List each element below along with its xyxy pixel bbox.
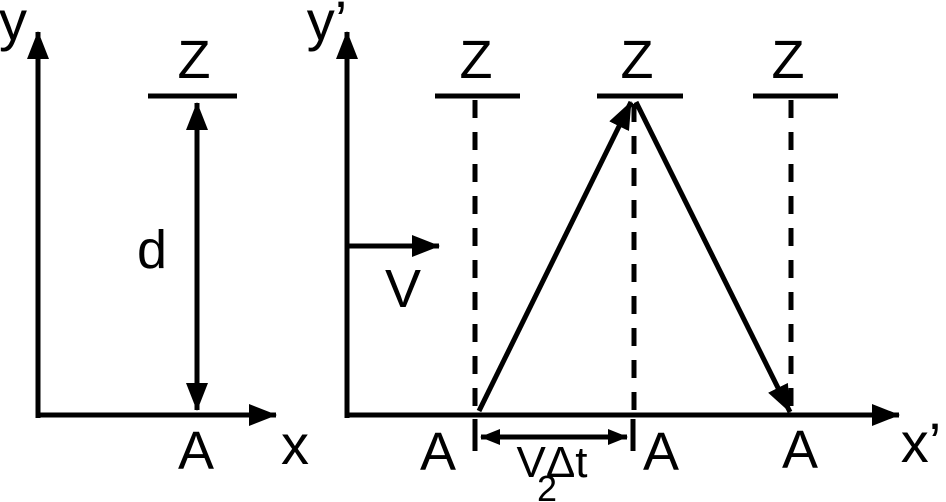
velocity-label: V	[385, 259, 421, 319]
distance-label: d	[137, 220, 167, 280]
origin-label-2: A	[643, 422, 679, 482]
mirror-label-3: Z	[772, 30, 805, 90]
mirror-label-1: Z	[460, 30, 493, 90]
mirror-label-2: Z	[621, 30, 654, 90]
origin-label-3: A	[782, 420, 818, 480]
light-path-up-leg	[476, 100, 634, 413]
base-distance-numerator: VΔt	[517, 438, 588, 487]
moving-frame-diagram: y’ x’ V Z Z Z VΔt 2	[307, 0, 941, 502]
x-axis-label: x	[281, 413, 309, 476]
y-prime-axis-label: y’	[307, 0, 347, 52]
origin-label-1: A	[420, 422, 456, 482]
mirror-label: Z	[178, 30, 211, 90]
base-distance-denominator: 2	[537, 468, 557, 502]
x-prime-axis-label: x’	[901, 411, 941, 474]
light-path-down-leg	[633, 100, 793, 414]
stationary-frame-diagram: y x Z d A	[0, 0, 309, 481]
y-axis-label: y	[0, 0, 27, 52]
origin-label: A	[178, 421, 214, 481]
